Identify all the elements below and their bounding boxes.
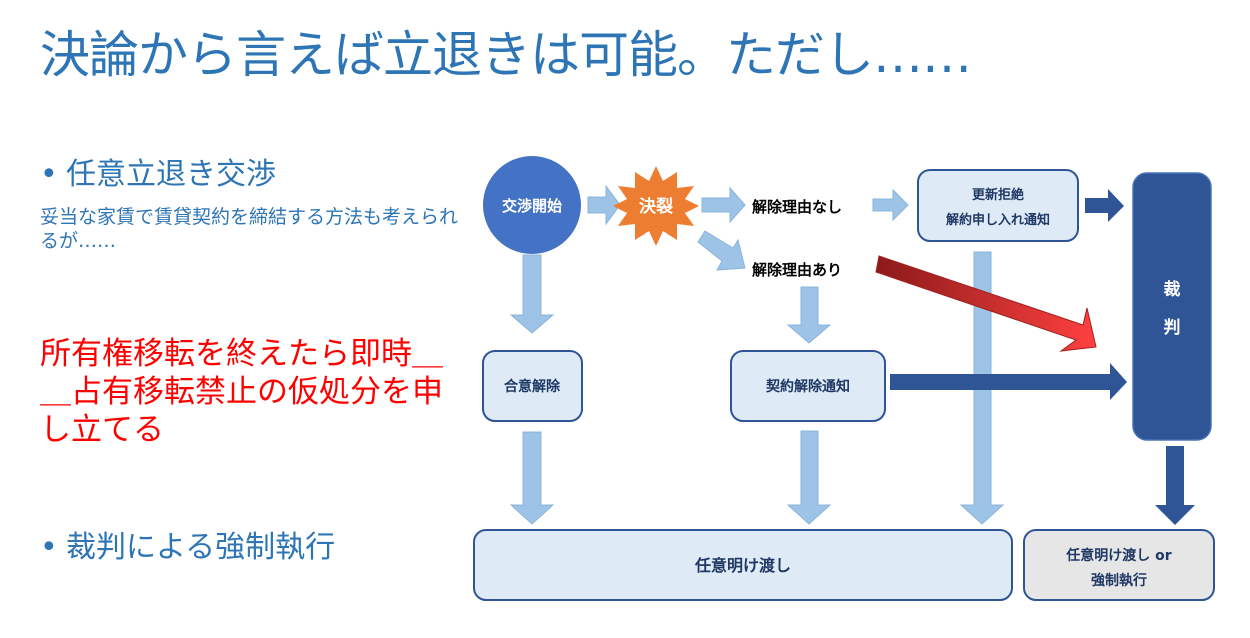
node-voluntary-box: [473, 529, 1013, 601]
slide-title: 決論から言えば立退きは可能。ただし……: [40, 26, 972, 84]
highlight-text: 所有権移転を終えたら即時＿＿占有移転禁止の仮処分を申し立てる: [40, 336, 443, 448]
node-court-line1: 裁: [1164, 279, 1181, 300]
arrow-termination-to-voluntary: [786, 430, 832, 525]
node-refusal-line2: 解約申し入れ通知: [945, 212, 1050, 228]
arrow-reason-to-court: [875, 255, 1097, 352]
sub-text: 妥当な家賃で賃貸契約を締結する方法も考えられるが……: [40, 206, 459, 252]
node-voluntary: 任意明け渡し: [694, 556, 791, 575]
arrow-court-to-final: [1155, 446, 1195, 525]
node-court-line2: 判: [1164, 318, 1181, 338]
node-has-reason: 解除理由あり: [752, 261, 842, 279]
bullet-forced-execution: •裁判による強制執行: [40, 528, 335, 568]
node-court-box: [1132, 172, 1212, 441]
bullet-voluntary-negotiation: •任意立退き交渉: [40, 155, 276, 195]
node-no-reason: 解除理由なし: [752, 198, 842, 216]
node-mutual-box: [482, 350, 583, 422]
arrow-reason-to-termination: [786, 286, 832, 344]
node-breakdown: 決裂: [639, 196, 673, 217]
bullet-label: 任意立退き交渉: [66, 157, 276, 192]
bullet-label: 裁判による強制執行: [66, 530, 336, 565]
node-termination: 契約解除通知: [765, 378, 850, 395]
bullet-dot: •: [40, 530, 58, 565]
node-final-line1: 任意明け渡し or: [1065, 547, 1171, 564]
node-termination-box: [730, 350, 886, 422]
node-start-circle: [483, 156, 581, 254]
node-breakdown-burst: [613, 166, 699, 246]
node-refusal-box: [917, 169, 1079, 242]
node-final-line2: 強制執行: [1091, 572, 1147, 589]
node-start: 交渉開始: [502, 197, 562, 215]
arrow-start-to-breakdown: [587, 184, 621, 226]
arrow-termination-to-court: [890, 363, 1127, 400]
arrow-breakdown-to-reason: [697, 230, 746, 271]
bullet-dot: •: [40, 157, 58, 192]
node-refusal-line1: 更新拒絶: [972, 187, 1024, 203]
node-final-box: [1023, 529, 1215, 601]
arrow-refusal-to-court: [1085, 189, 1124, 222]
arrow-start-to-mutual: [509, 254, 555, 334]
arrow-no-reason-to-refusal: [872, 188, 909, 222]
arrow-breakdown-to-no-reason: [701, 186, 746, 224]
arrow-mutual-to-voluntary: [509, 431, 555, 525]
node-mutual: 合意解除: [504, 378, 561, 395]
